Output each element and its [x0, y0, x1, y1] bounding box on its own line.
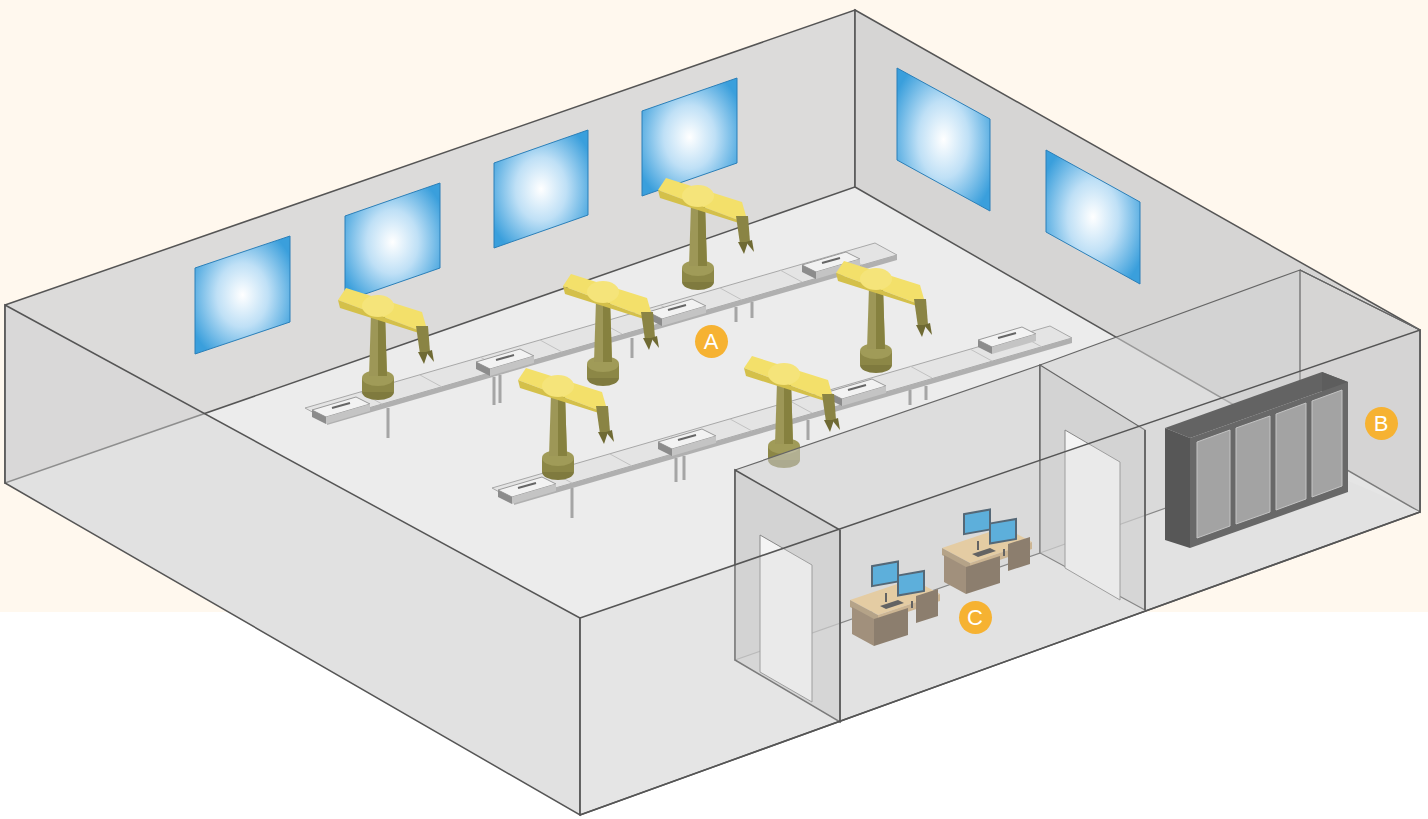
- callout-letter: A: [695, 325, 728, 358]
- callout-letter: B: [1365, 407, 1398, 440]
- callout-letter: C: [959, 601, 992, 634]
